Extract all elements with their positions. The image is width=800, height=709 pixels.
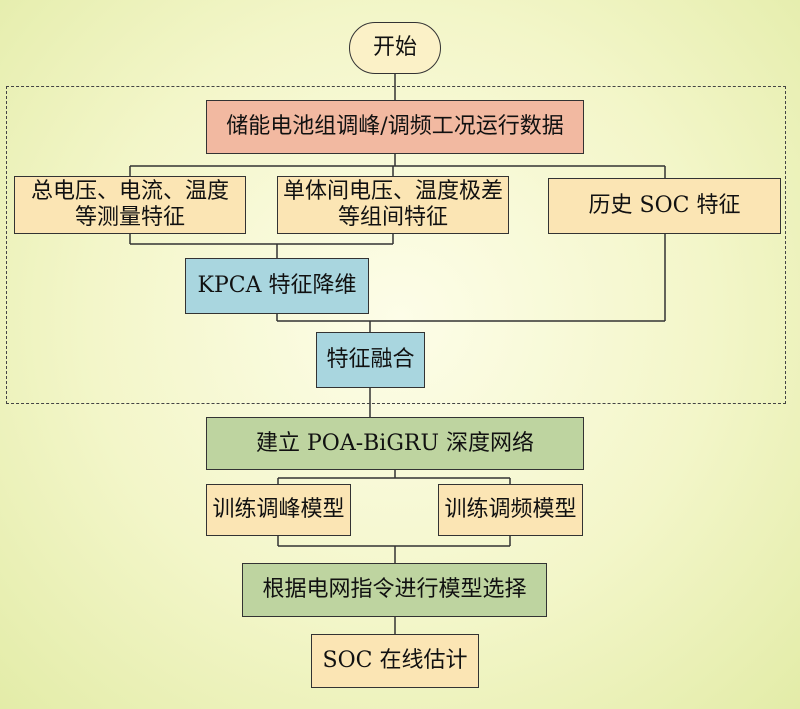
battery-data-node: 储能电池组调峰/调频工况运行数据 — [206, 100, 584, 154]
soc-online-estimation-node: SOC 在线估计 — [311, 634, 479, 688]
train-peak-model-node: 训练调峰模型 — [206, 484, 351, 536]
start-node: 开始 — [349, 22, 441, 74]
model-selection-node: 根据电网指令进行模型选择 — [242, 563, 547, 617]
total-measurement-features-node: 总电压、电流、温度 等测量特征 — [14, 176, 246, 234]
cell-group-features-node: 单体间电压、温度极差 等组间特征 — [277, 176, 509, 234]
historical-soc-features-node: 历史 SOC 特征 — [548, 178, 781, 234]
build-poa-bigru-node: 建立 POA-BiGRU 深度网络 — [206, 417, 584, 470]
train-frequency-model-node: 训练调频模型 — [438, 484, 583, 536]
kpca-reduction-node: KPCA 特征降维 — [185, 258, 369, 314]
feature-extraction-group — [6, 86, 786, 404]
feature-fusion-node: 特征融合 — [316, 332, 425, 388]
